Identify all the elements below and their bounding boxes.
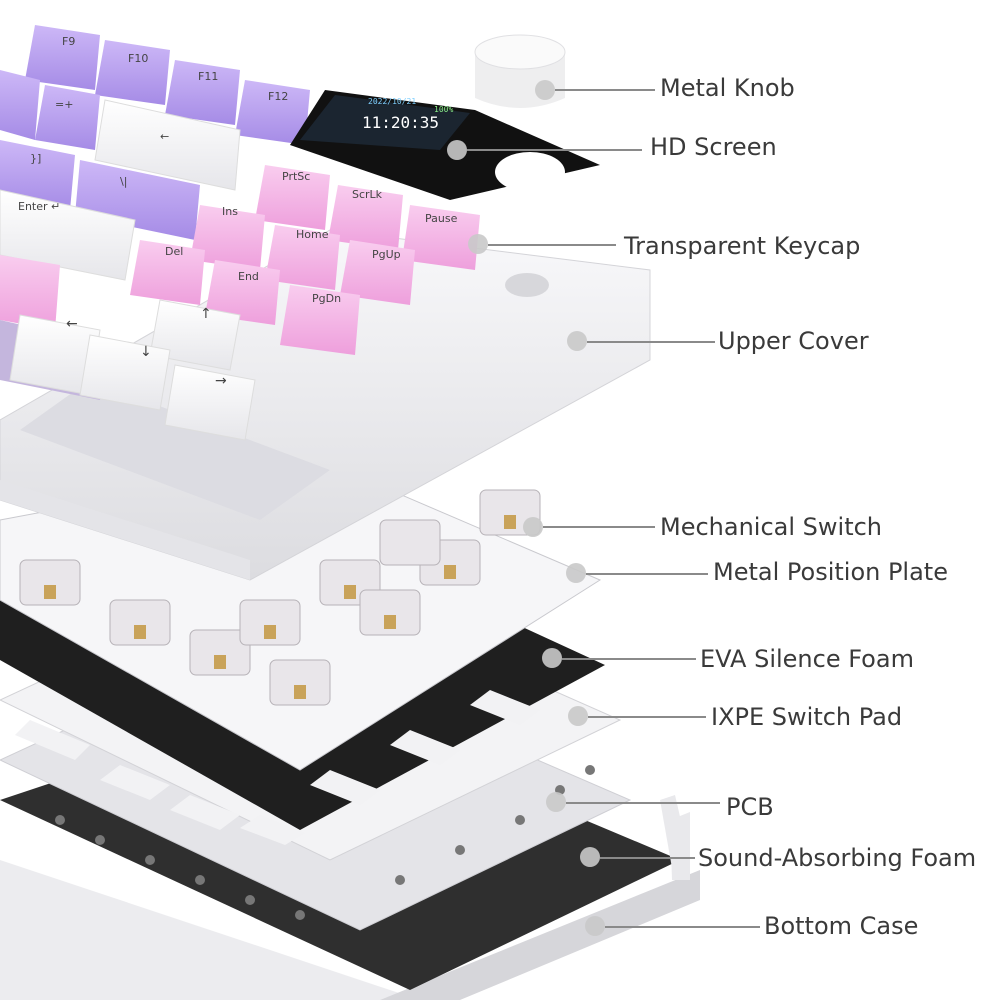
keycap-pause-label: Pause bbox=[425, 212, 458, 225]
label-mechanical-switch: Mechanical Switch bbox=[660, 513, 883, 541]
keycap-f9-label: F9 bbox=[62, 35, 75, 48]
dot-hd-screen bbox=[447, 140, 467, 160]
leader-sound-absorbing-foam bbox=[600, 857, 695, 859]
dot-metal-knob bbox=[535, 80, 555, 100]
keycap-cluster-nav: PrtSc ScrLk Pause Ins Home PgUp Del End … bbox=[130, 165, 480, 355]
bottom-case-feet bbox=[660, 795, 690, 880]
leader-eva-silence-foam bbox=[562, 658, 696, 660]
keycap-pgup-label: PgUp bbox=[372, 248, 401, 261]
keycap-backspace-label: ← bbox=[160, 130, 169, 143]
leader-metal-position-plate bbox=[586, 573, 708, 575]
leader-hd-screen bbox=[467, 149, 642, 151]
label-sound-absorbing-foam: Sound-Absorbing Foam bbox=[698, 844, 977, 872]
upper-cover bbox=[0, 229, 651, 581]
keycap-row-number: =+ ← bbox=[0, 70, 241, 191]
dot-pcb bbox=[546, 792, 566, 812]
keycap-down-label: ↓ bbox=[140, 344, 152, 360]
screen-time: 11:20:35 bbox=[362, 113, 439, 132]
keycap-f10-label: F10 bbox=[128, 52, 148, 65]
leader-transparent-keycap bbox=[488, 244, 616, 246]
dot-bottom-case bbox=[585, 916, 605, 936]
label-metal-knob: Metal Knob bbox=[660, 74, 795, 102]
label-upper-cover: Upper Cover bbox=[718, 327, 869, 355]
dot-eva-silence-foam bbox=[542, 648, 562, 668]
dot-sound-absorbing-foam bbox=[580, 847, 600, 867]
keycap-row-enter: Enter ↵ bbox=[0, 189, 136, 281]
label-eva-silence-foam: EVA Silence Foam bbox=[700, 645, 914, 673]
hd-screen: 2022/10/21 100% 11:20:35 bbox=[290, 90, 600, 200]
leader-upper-cover bbox=[587, 341, 715, 343]
leader-metal-knob bbox=[555, 89, 655, 91]
dot-upper-cover bbox=[567, 331, 587, 351]
dot-ixpe-switch-pad bbox=[568, 706, 588, 726]
keycap-bracket-label: }] bbox=[30, 152, 41, 165]
dot-mechanical-switch bbox=[523, 517, 543, 537]
keycap-end-label: End bbox=[238, 270, 259, 283]
label-pcb: PCB bbox=[726, 793, 774, 821]
keycap-prtsc-label: PrtSc bbox=[282, 170, 310, 183]
keycap-f11-label: F11 bbox=[198, 70, 218, 83]
screen-battery: 100% bbox=[434, 105, 453, 114]
label-ixpe-switch-pad: IXPE Switch Pad bbox=[711, 703, 903, 731]
keycap-plus-label: =+ bbox=[55, 98, 73, 111]
keycap-enter-label: Enter ↵ bbox=[18, 200, 60, 213]
bottom-case bbox=[0, 860, 700, 1000]
label-bottom-case: Bottom Case bbox=[764, 912, 919, 940]
keycap-home-label: Home bbox=[296, 228, 329, 241]
label-hd-screen: HD Screen bbox=[650, 133, 777, 161]
keycap-row-function: F9 F10 F11 F12 bbox=[25, 25, 310, 145]
leader-bottom-case bbox=[605, 926, 760, 928]
keycap-scrlk-label: ScrLk bbox=[352, 188, 383, 201]
dot-transparent-keycap bbox=[468, 234, 488, 254]
leader-pcb bbox=[566, 802, 720, 804]
keycaps: F9 F10 F11 F12 =+ ← }] \| Enter ↵ bbox=[0, 25, 480, 441]
keycap-cluster-arrows: ← ↑ ↓ → bbox=[9, 299, 256, 441]
keycap-pgdn-label: PgDn bbox=[312, 292, 341, 305]
label-transparent-keycap: Transparent Keycap bbox=[624, 232, 861, 260]
mechanical-switches bbox=[19, 489, 541, 706]
keycap-ins-label: Ins bbox=[222, 205, 238, 218]
screen-date: 2022/10/21 bbox=[368, 97, 416, 106]
leader-ixpe-switch-pad bbox=[588, 716, 706, 718]
keycap-right-label: → bbox=[215, 373, 227, 389]
dot-metal-position-plate bbox=[566, 563, 586, 583]
label-metal-position-plate: Metal Position Plate bbox=[713, 558, 948, 586]
keycap-up-label: ↑ bbox=[200, 306, 212, 322]
keycap-left-label: ← bbox=[66, 316, 78, 332]
keycap-f12-label: F12 bbox=[268, 90, 288, 103]
keycap-del-label: Del bbox=[165, 245, 183, 258]
keycap-backslash-label: \| bbox=[120, 175, 127, 188]
leader-mechanical-switch bbox=[543, 526, 655, 528]
